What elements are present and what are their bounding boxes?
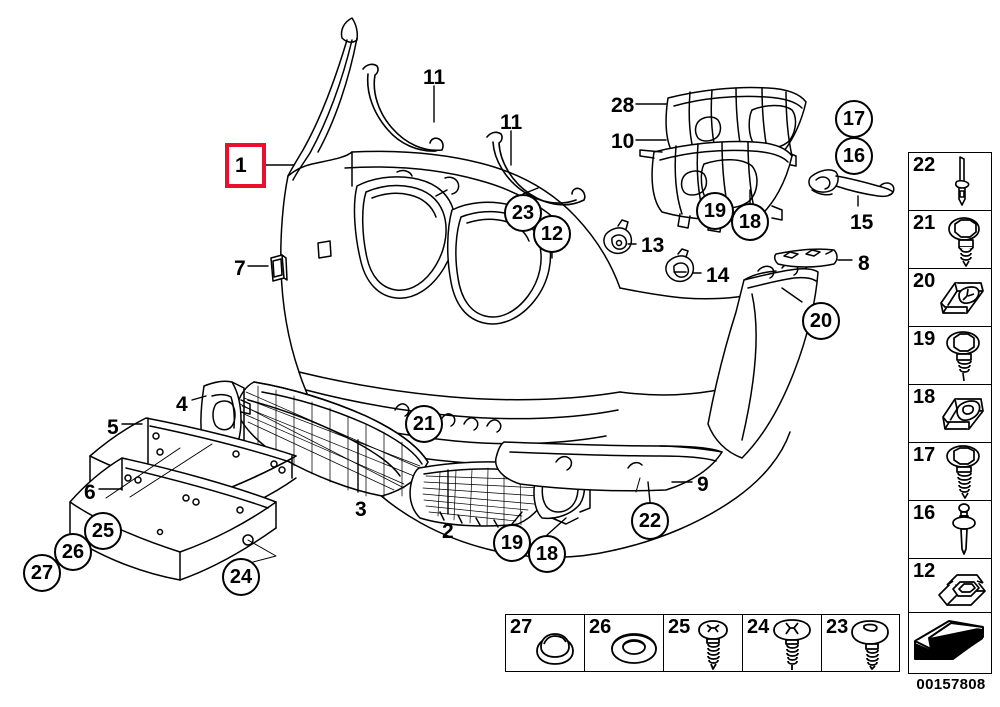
hex-flange-screw-icon	[946, 331, 980, 382]
legend-number-16: 16	[913, 502, 936, 524]
callout-label-1[interactable]: 1	[235, 154, 247, 177]
torx-pan-screw-icon	[851, 620, 889, 670]
legend-cell-24[interactable]: 24	[742, 614, 821, 672]
legend-cell-18[interactable]: 18	[909, 385, 991, 443]
callout-label-7[interactable]: 7	[234, 257, 246, 280]
legend-cell-16[interactable]: 16	[909, 501, 991, 559]
callout-circle-27[interactable]: 27	[23, 554, 61, 592]
hardware-legend-bottom: 27 26 25	[505, 614, 900, 672]
drawing-number: 00157808	[916, 676, 986, 693]
callout-label-11-upper[interactable]: 11	[423, 66, 446, 89]
hardware-legend-column: 22 21	[908, 152, 992, 618]
legend-number-21: 21	[913, 212, 936, 234]
callout-circle-21[interactable]: 21	[405, 405, 443, 443]
callout-circle-19[interactable]: 19	[696, 192, 734, 230]
legend-cell-17[interactable]: 17	[909, 443, 991, 501]
callout-circle-19-lower[interactable]: 19	[493, 524, 531, 562]
legend-number-23: 23	[826, 616, 849, 638]
callout-label-14[interactable]: 14	[706, 264, 730, 287]
callout-label-11-lower[interactable]: 11	[500, 111, 523, 134]
callout-circle-22[interactable]: 22	[631, 502, 669, 540]
legend-cell-19[interactable]: 19	[909, 327, 991, 385]
callout-circle-18-lower[interactable]: 18	[528, 535, 566, 573]
legend-number-17: 17	[913, 444, 936, 466]
phillips-pan-screw-icon	[698, 620, 728, 670]
callout-label-4[interactable]: 4	[176, 393, 188, 416]
callout-label-8[interactable]: 8	[858, 252, 870, 275]
phillips-flange-screw-icon	[773, 619, 811, 670]
legend-number-22: 22	[913, 154, 936, 176]
callout-circle-12[interactable]: 12	[533, 215, 571, 253]
hex-flange-screw-icon	[948, 217, 980, 267]
direction-arrow-box	[908, 612, 992, 674]
legend-cell-22[interactable]: 22	[909, 153, 991, 211]
round-plug-cap-icon	[536, 633, 574, 665]
legend-number-24: 24	[747, 616, 770, 638]
legend-cell-23[interactable]: 23	[821, 614, 900, 672]
callout-label-5[interactable]: 5	[107, 416, 119, 439]
expanding-rivet-icon	[952, 503, 976, 555]
callout-label-13[interactable]: 13	[641, 234, 665, 257]
callout-label-6[interactable]: 6	[84, 481, 96, 504]
callout-circle-20[interactable]: 20	[802, 302, 840, 340]
legend-cell-12[interactable]: 12	[909, 559, 991, 617]
callout-circle-18[interactable]: 18	[731, 203, 769, 241]
legend-cell-21[interactable]: 21	[909, 211, 991, 269]
sheet-metal-clip-nut-icon	[940, 282, 984, 314]
callout-label-9[interactable]: 9	[697, 473, 709, 496]
legend-cell-25[interactable]: 25	[663, 614, 742, 672]
callout-circle-24[interactable]: 24	[222, 558, 260, 596]
legend-number-26: 26	[589, 616, 612, 638]
legend-number-20: 20	[913, 270, 936, 292]
forward-direction-arrow-icon	[914, 620, 984, 660]
callout-circle-17[interactable]: 17	[835, 100, 873, 138]
hex-flange-screw-long-icon	[946, 445, 980, 499]
callout-circle-16[interactable]: 16	[835, 137, 873, 175]
rivet-pin-icon	[954, 156, 970, 206]
legend-cell-26[interactable]: 26	[584, 614, 663, 672]
callout-label-10[interactable]: 10	[611, 130, 635, 153]
highlight-box-item-1	[225, 143, 266, 188]
legend-number-25: 25	[668, 616, 691, 638]
square-grommet-icon	[938, 574, 986, 606]
callout-label-3[interactable]: 3	[355, 498, 367, 521]
callout-label-15[interactable]: 15	[850, 211, 874, 234]
callout-label-28[interactable]: 28	[611, 94, 635, 117]
legend-number-19: 19	[913, 328, 936, 350]
callout-label-2[interactable]: 2	[442, 520, 454, 543]
callout-circle-26[interactable]: 26	[54, 533, 92, 571]
legend-number-18: 18	[913, 386, 936, 408]
legend-number-27: 27	[510, 616, 533, 638]
flat-washer-icon	[611, 633, 657, 664]
legend-cell-20[interactable]: 20	[909, 269, 991, 327]
spring-clip-nut-icon	[942, 398, 984, 430]
legend-number-12: 12	[913, 560, 936, 582]
legend-cell-27[interactable]: 27	[505, 614, 584, 672]
